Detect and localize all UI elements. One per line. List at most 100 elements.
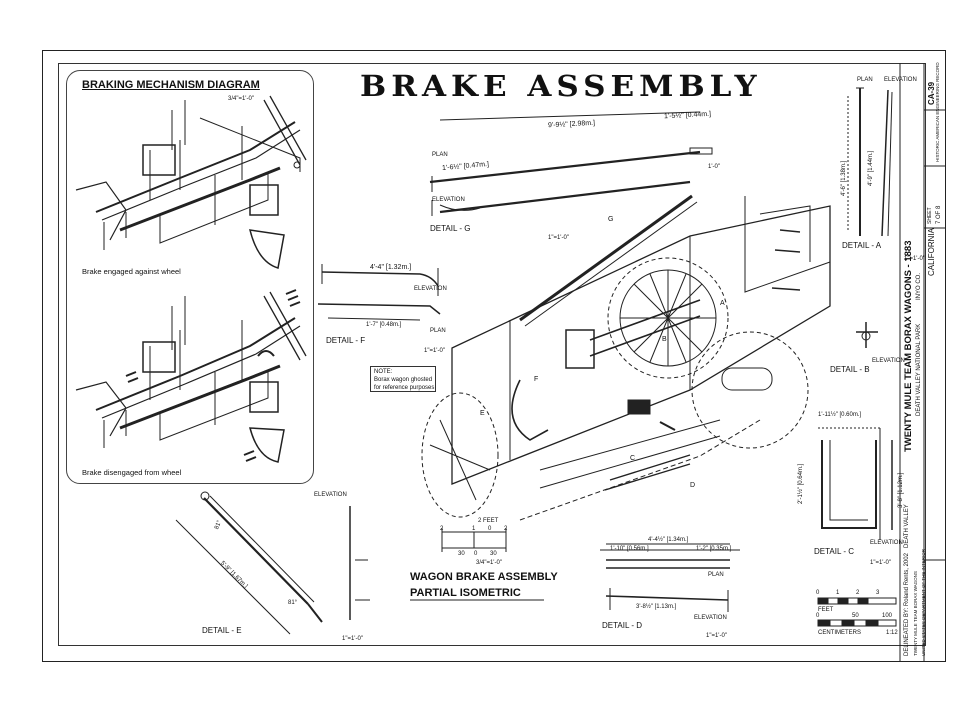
- scale-cm-2: 0: [474, 551, 478, 557]
- detail-c-width-dim: 1'-11½" [0.60m.]: [818, 412, 862, 418]
- titleblock-agency-2: UNITED STATES DEPARTMENT OF THE INTERIOR: [921, 548, 926, 656]
- wagon-isometric-drawing: [421, 194, 831, 521]
- mechanism-disengaged-drawing: [75, 289, 307, 463]
- note-box: [370, 366, 436, 392]
- drawing-sheet-border: [42, 50, 946, 662]
- titleblock-survey-org: HISTORIC AMERICAN ENGINEERING RECORD: [935, 62, 940, 162]
- detail-c-elevation-label: ELEVATION: [870, 540, 903, 546]
- detail-f-elevation-label: ELEVATION: [414, 286, 447, 292]
- detail-d-bottom-dim: 3'-8½" [1.13m.]: [636, 604, 677, 610]
- detail-e-scale: 1"=1'-0": [342, 636, 363, 642]
- mechanism-engaged-drawing: [75, 95, 307, 269]
- titleblock-agency-1: TWENTY MULE TEAM BORAX WAGONS: [913, 571, 918, 656]
- note-heading: NOTE:: [374, 369, 393, 375]
- bar-cm-tick-0: 0: [816, 613, 820, 619]
- titleblock-sheet-label: SHEET: [927, 207, 933, 224]
- detail-d-part-2-dim: 1'-2" [0.35m.]: [696, 546, 732, 552]
- detail-d-label: DETAIL - D: [602, 621, 643, 630]
- detail-g-drawing: [429, 111, 713, 216]
- detail-g-elevation-label: ELEVATION: [432, 197, 465, 203]
- detail-d-elevation-label: ELEVATION: [694, 615, 727, 621]
- detail-a-height-1: 4'-6" [1.38m.]: [841, 160, 847, 196]
- note-text-2: for reference purposes: [374, 385, 435, 391]
- bar-scale-ratio: 1:12: [886, 630, 898, 636]
- detail-a-label: DETAIL - A: [842, 241, 882, 250]
- scale-feet-tick-1: 2: [440, 526, 444, 532]
- detail-f-length-dim: 4'-4" [1.32m.]: [370, 264, 412, 271]
- detail-b-elevation-label: ELEVATION: [872, 358, 905, 364]
- scale-feet-tick-2: 1: [472, 526, 476, 532]
- scale-feet-label: 2 FEET: [478, 518, 499, 524]
- caption-disengaged: Brake disengaged from wheel: [82, 468, 182, 477]
- detail-a-scale: 1"=1'-0": [904, 256, 925, 262]
- detail-d-drawing: [600, 543, 740, 612]
- detail-f-label: DETAIL - F: [326, 336, 366, 345]
- callout-e: E: [480, 410, 485, 417]
- detail-a-plan-label: PLAN: [857, 77, 873, 83]
- detail-d-plan-label: PLAN: [708, 572, 724, 578]
- detail-e-angle-dim: 81°: [288, 600, 298, 606]
- titleblock-state: CALIFORNIA: [927, 227, 936, 276]
- callout-b: B: [662, 336, 667, 343]
- page-title: BRAKE ASSEMBLY: [360, 70, 762, 104]
- caption-engaged: Brake engaged against wheel: [82, 267, 181, 276]
- scale-cm-1: 30: [458, 551, 465, 557]
- bar-cm-tick-2: 100: [882, 613, 893, 619]
- detail-f-scale: 1"=1'-0": [424, 348, 445, 354]
- note-text-1: Borax wagon ghosted: [374, 377, 433, 383]
- bar-feet-tick-1: 1: [836, 590, 840, 596]
- detail-a-elevation-label: ELEVATION: [884, 77, 917, 83]
- detail-e-elevation-label: ELEVATION: [314, 492, 347, 498]
- bar-feet-label: FEET: [818, 607, 834, 613]
- callout-f: F: [534, 376, 539, 383]
- detail-f-drawing: [317, 264, 441, 321]
- detail-f-plan-label: PLAN: [430, 328, 446, 334]
- titleblock-place: DEATH VALLEY: [904, 504, 910, 548]
- detail-e-drawing: [175, 491, 370, 635]
- callout-c: C: [630, 455, 636, 462]
- callout-d: D: [690, 482, 696, 489]
- detail-c-drawing: [818, 427, 893, 540]
- titleblock-location-1: DEATH VALLEY NATIONAL PARK: [916, 323, 922, 416]
- detail-a-height-2: 4'-9" [1.44m.]: [868, 150, 874, 186]
- detail-b-label: DETAIL - B: [830, 365, 870, 374]
- bar-feet-tick-0: 0: [816, 590, 820, 596]
- scale-feet-ratio: 3/4"=1'-0": [476, 560, 502, 566]
- detail-g-rise-dim: 1'-0": [708, 164, 720, 170]
- callout-g: G: [608, 216, 614, 223]
- detail-g-label: DETAIL - G: [430, 224, 471, 233]
- detail-c-height-1: 2'-1½" [0.64m.]: [798, 463, 804, 504]
- mechanism-panel: [66, 70, 314, 484]
- detail-e-label: DETAIL - E: [202, 626, 242, 635]
- mechanism-heading: BRAKING MECHANISM DIAGRAM: [82, 79, 260, 91]
- scale-feet-tick-4: 2: [504, 526, 508, 532]
- titleblock-location-2: INYO CO.: [916, 272, 922, 300]
- assembly-title-line2: PARTIAL ISOMETRIC: [410, 587, 521, 599]
- detail-c-label: DETAIL - C: [814, 547, 855, 556]
- titleblock-project: TWENTY MULE TEAM BORAX WAGONS - 1883: [903, 240, 914, 452]
- scale-feet-tick-3: 0: [488, 526, 492, 532]
- scale-cm-3: 30: [490, 551, 497, 557]
- detail-c-scale: 1"=1'-0": [870, 560, 891, 566]
- detail-g-scale: 1"=1'-0": [548, 235, 569, 241]
- mechanism-scale: 3/4"=1'-0": [228, 96, 254, 102]
- detail-a-drawing: [847, 87, 893, 237]
- detail-d-scale: 1"=1'-0": [706, 633, 727, 639]
- detail-g-plan-label: PLAN: [432, 152, 448, 158]
- callout-a: A: [720, 300, 725, 307]
- titleblock-sheet: 7 OF 8: [936, 205, 942, 224]
- titleblock-delineator: DELINEATED BY: Roland Rents, 2002: [904, 553, 910, 656]
- drawing-inner-border: [58, 63, 926, 646]
- bar-cm-tick-1: 50: [852, 613, 859, 619]
- scale-2-feet-drawing: [441, 528, 507, 552]
- detail-c-height-2: 3'-8" [1.12m.]: [898, 472, 904, 508]
- bar-feet-tick-3: 3: [876, 590, 880, 596]
- bar-cm-label: CENTIMETERS: [818, 630, 862, 636]
- detail-b-drawing: [856, 322, 878, 348]
- assembly-title-line1: WAGON BRAKE ASSEMBLY: [410, 571, 558, 583]
- bar-scale-drawing: [817, 597, 897, 627]
- detail-d-part-1-dim: 1'-10" [0.56m.]: [610, 546, 649, 552]
- detail-f-sub-dim: 1'-7" [0.48m.]: [366, 322, 402, 328]
- detail-d-overall-dim: 4'-4½" [1.34m.]: [648, 537, 689, 543]
